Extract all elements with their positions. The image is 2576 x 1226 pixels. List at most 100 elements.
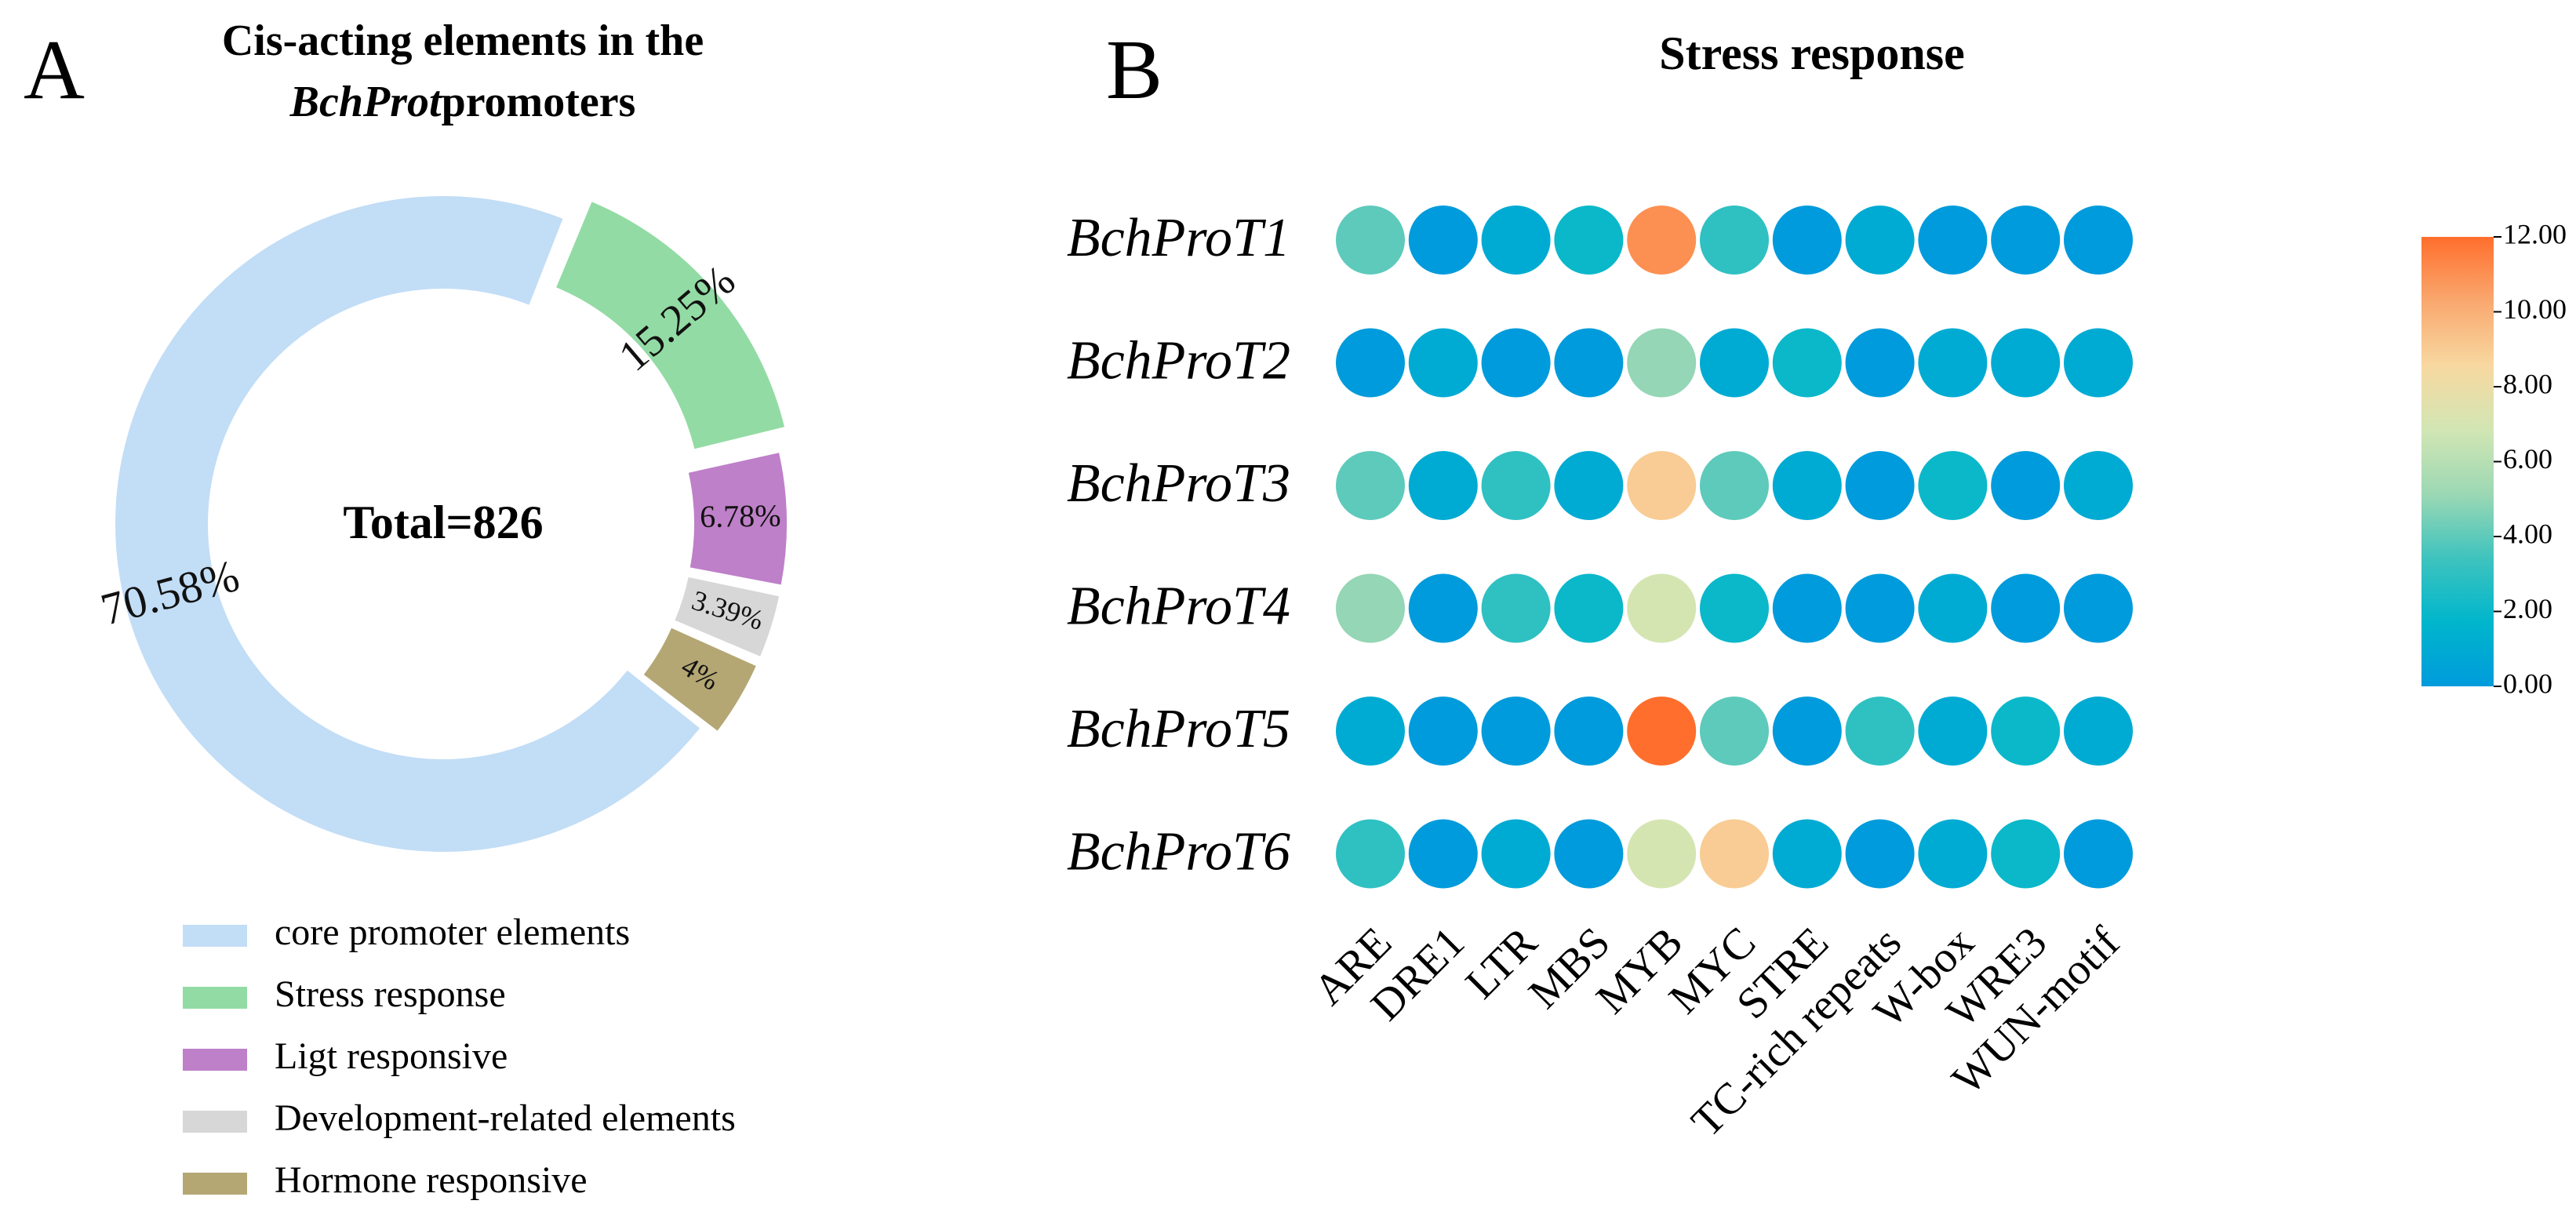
donut-slice-ligt-responsive <box>688 453 787 585</box>
cell-bchprot1-are <box>1336 206 1405 275</box>
cell-bchprot6-myc <box>1700 819 1769 889</box>
cell-bchprot2-wre3 <box>1991 328 2061 398</box>
legend-label-hormone-responsive: Hormone responsive <box>275 1159 588 1201</box>
cell-bchprot4-wun-motif <box>2064 573 2133 643</box>
cell-bchprot4-wre3 <box>1991 573 2061 643</box>
legend-label-core-promoter-elements: core promoter elements <box>275 911 630 953</box>
row-label-bchprot4: BchProT4 <box>1067 577 1290 637</box>
cell-bchprot5-wun-motif <box>2064 697 2133 766</box>
cell-bchprot6-wre3 <box>1991 819 2061 889</box>
donut-slice-core-promoter-elements <box>115 195 700 853</box>
panel-b: B Stress response BchProT1BchProT2BchPro… <box>1067 24 2567 1147</box>
legend-swatch-hormone-responsive <box>183 1173 247 1195</box>
panel-b-label: B <box>1106 24 1162 117</box>
cell-bchprot1-ltr <box>1481 206 1551 275</box>
cell-bchprot5-tc-rich-repeats <box>1845 697 1915 766</box>
cell-bchprot5-stre <box>1772 697 1842 766</box>
cell-bchprot1-wre3 <box>1991 206 2061 275</box>
donut-title-line1: Cis-acting elements in the <box>222 16 704 65</box>
cell-bchprot1-tc-rich-repeats <box>1845 206 1915 275</box>
donut-center-label: Total=826 <box>343 497 543 548</box>
colorbar-tick-label: 8.00 <box>2503 368 2552 399</box>
donut-title-line2: BchProtpromoters <box>289 78 636 126</box>
cell-bchprot3-ltr <box>1481 451 1551 520</box>
cell-bchprot5-myc <box>1700 697 1769 766</box>
row-label-bchprot6: BchProT6 <box>1067 822 1290 882</box>
cell-bchprot2-mbs <box>1554 328 1624 398</box>
cell-bchprot1-myb <box>1627 206 1697 275</box>
colorbar-tick-label: 4.00 <box>2503 518 2552 549</box>
cell-bchprot3-wun-motif <box>2064 451 2133 520</box>
cell-bchprot5-myb <box>1627 697 1697 766</box>
colorbar-gradient <box>2421 237 2494 686</box>
cell-bchprot4-stre <box>1772 573 1842 643</box>
cell-bchprot5-are <box>1336 697 1405 766</box>
row-label-bchprot2: BchProT2 <box>1067 331 1290 391</box>
cell-bchprot2-are <box>1336 328 1405 398</box>
cell-bchprot2-w-box <box>1918 328 1988 398</box>
cell-bchprot1-wun-motif <box>2064 206 2133 275</box>
cell-bchprot3-w-box <box>1918 451 1988 520</box>
cell-bchprot6-wun-motif <box>2064 819 2133 889</box>
colorbar-tick-label: 6.00 <box>2503 443 2552 475</box>
legend-swatch-ligt-responsive <box>183 1049 247 1071</box>
cell-bchprot3-myb <box>1627 451 1697 520</box>
cell-bchprot4-dre1 <box>1408 573 1478 643</box>
colorbar-tick-label: 0.00 <box>2503 668 2552 699</box>
cell-bchprot3-wre3 <box>1991 451 2061 520</box>
cell-bchprot6-myb <box>1627 819 1697 889</box>
cell-bchprot5-mbs <box>1554 697 1624 766</box>
cell-bchprot5-ltr <box>1481 697 1551 766</box>
col-label-myb: MYB <box>1587 918 1692 1023</box>
cell-bchprot4-w-box <box>1918 573 1988 643</box>
cell-bchprot5-w-box <box>1918 697 1988 766</box>
cell-bchprot4-tc-rich-repeats <box>1845 573 1915 643</box>
cell-bchprot6-are <box>1336 819 1405 889</box>
donut-chart: 70.58%15.25%6.78%3.39%4% <box>96 195 787 853</box>
cell-bchprot3-are <box>1336 451 1405 520</box>
donut-title-gene: BchProt <box>289 78 442 126</box>
legend-swatch-stress-response <box>183 987 247 1009</box>
cell-bchprot3-mbs <box>1554 451 1624 520</box>
cell-bchprot6-w-box <box>1918 819 1988 889</box>
row-label-bchprot5: BchProT5 <box>1067 699 1290 759</box>
donut-slice-hormone-responsive <box>643 628 756 731</box>
cell-bchprot1-mbs <box>1554 206 1624 275</box>
cell-bchprot2-wun-motif <box>2064 328 2133 398</box>
row-label-bchprot3: BchProT3 <box>1067 453 1290 514</box>
cell-bchprot2-myc <box>1700 328 1769 398</box>
legend-label-ligt-responsive: Ligt responsive <box>275 1035 508 1077</box>
cell-bchprot2-tc-rich-repeats <box>1845 328 1915 398</box>
heatmap-title: Stress response <box>1659 27 1964 79</box>
cell-bchprot6-ltr <box>1481 819 1551 889</box>
row-label-bchprot1: BchProT1 <box>1067 208 1290 268</box>
cell-bchprot6-stre <box>1772 819 1842 889</box>
cell-bchprot3-stre <box>1772 451 1842 520</box>
legend-label-development-related-elements: Development-related elements <box>275 1097 736 1139</box>
panel-a-label: A <box>24 24 85 117</box>
cell-bchprot1-stre <box>1772 206 1842 275</box>
donut-title-rest: promoters <box>442 78 636 126</box>
donut-slice-stress-response <box>556 202 784 449</box>
cell-bchprot1-myc <box>1700 206 1769 275</box>
cell-bchprot2-stre <box>1772 328 1842 398</box>
cell-bchprot6-tc-rich-repeats <box>1845 819 1915 889</box>
cell-bchprot1-w-box <box>1918 206 1988 275</box>
donut-label-ligt-responsive: 6.78% <box>700 497 781 534</box>
cell-bchprot5-wre3 <box>1991 697 2061 766</box>
cell-bchprot3-myc <box>1700 451 1769 520</box>
colorbar-tick-label: 10.00 <box>2503 293 2567 325</box>
cell-bchprot6-mbs <box>1554 819 1624 889</box>
colorbar-tick-label: 12.00 <box>2503 218 2567 249</box>
cell-bchprot4-are <box>1336 573 1405 643</box>
cell-bchprot4-mbs <box>1554 573 1624 643</box>
cell-bchprot6-dre1 <box>1408 819 1478 889</box>
cell-bchprot4-ltr <box>1481 573 1551 643</box>
cell-bchprot3-tc-rich-repeats <box>1845 451 1915 520</box>
heatmap-chart: BchProT1BchProT2BchProT3BchProT4BchProT5… <box>1067 206 2133 1147</box>
donut-slice-development-related-elements <box>675 577 780 657</box>
legend-swatch-core-promoter-elements <box>183 925 247 947</box>
